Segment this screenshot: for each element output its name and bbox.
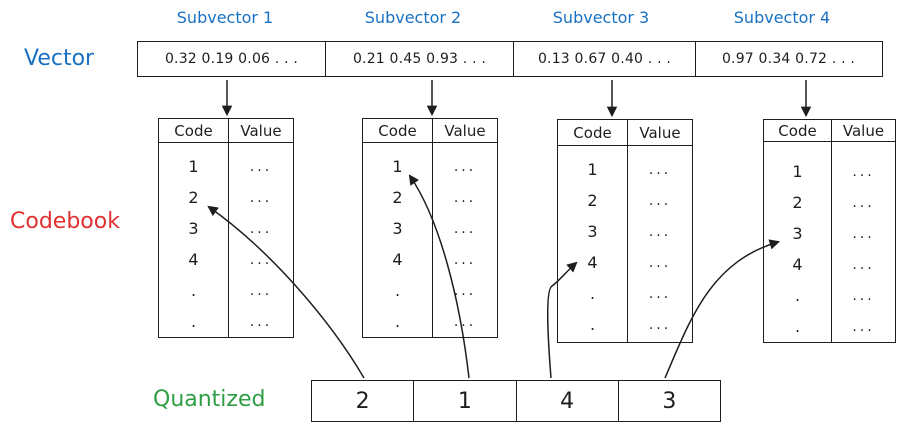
value-cell: ... <box>453 220 477 237</box>
value-cell: ... <box>852 163 875 180</box>
vector-segment-1: 0.32 0.19 0.06 . . . <box>138 42 326 76</box>
value-cell: ... <box>453 251 477 268</box>
codebook-table-2: Code Value 1 2 3 4 . . ... ... ... ... .… <box>362 118 498 338</box>
quantized-code-2: 1 <box>414 381 517 421</box>
code-cell: 3 <box>188 219 199 238</box>
code-cell: 4 <box>392 250 403 269</box>
code-cell: 4 <box>792 255 803 274</box>
code-cell: 1 <box>587 160 598 179</box>
value-cell: ... <box>852 318 875 335</box>
value-cell: ... <box>648 223 672 240</box>
value-cell: ... <box>249 313 273 330</box>
value-cell: ... <box>852 225 875 242</box>
value-cell: ... <box>648 254 672 271</box>
code-cell: 2 <box>392 188 403 207</box>
value-cell: ... <box>249 282 273 299</box>
code-header: Code <box>159 119 229 142</box>
code-cell: . <box>190 281 197 300</box>
subvector-2-header: Subvector 2 <box>364 8 462 27</box>
code-cell: 3 <box>392 219 403 238</box>
value-header: Value <box>240 121 282 140</box>
codebook-table-1: Code Value 1 2 3 4 . . ... ... ... ... .… <box>158 118 294 338</box>
code-cell: . <box>794 286 801 305</box>
code-cell: 1 <box>392 157 403 176</box>
code-cell: 1 <box>188 157 199 176</box>
value-header: Value <box>639 123 681 142</box>
value-cell: ... <box>249 220 273 237</box>
code-cell: 3 <box>792 224 803 243</box>
code-cell: 4 <box>188 250 199 269</box>
value-cell: ... <box>249 251 273 268</box>
value-cell: ... <box>249 158 273 175</box>
code-cell: . <box>394 312 401 331</box>
value-header: Value <box>842 121 885 140</box>
code-cell: 4 <box>587 253 598 272</box>
code-cell: 3 <box>587 222 598 241</box>
subvector-4-header: Subvector 4 <box>733 8 831 27</box>
value-cell: ... <box>852 287 875 304</box>
code-cell: . <box>190 312 197 331</box>
value-header: Value <box>444 121 486 140</box>
value-cell: ... <box>648 192 672 209</box>
code-cell: . <box>589 315 596 334</box>
code-header: Code <box>363 119 433 142</box>
code-cell: 2 <box>587 191 598 210</box>
code-cell: 2 <box>188 188 199 207</box>
codebook-table-4: Code Value 1 2 3 4 . . ... ... ... ... .… <box>763 119 896 343</box>
code-header: Code <box>764 120 832 141</box>
value-cell: ... <box>453 313 477 330</box>
code-cell: . <box>394 281 401 300</box>
vector-label: Vector <box>24 46 95 71</box>
quantized-code-3: 4 <box>517 381 619 421</box>
value-cell: ... <box>648 161 672 178</box>
quantized-bar: 2 1 4 3 <box>311 380 721 422</box>
vector-segment-4: 0.97 0.34 0.72 . . . <box>721 51 856 67</box>
value-cell: ... <box>453 282 477 299</box>
value-cell: ... <box>453 158 477 175</box>
code-cell: . <box>794 317 801 336</box>
value-cell: ... <box>852 256 875 273</box>
code-cell: . <box>589 284 596 303</box>
subvector-3-header: Subvector 3 <box>552 8 650 27</box>
value-cell: ... <box>453 189 477 206</box>
codebook-table-3: Code Value 1 2 3 4 . . ... ... ... ... .… <box>557 119 693 343</box>
subvector-1-header: Subvector 1 <box>176 8 274 27</box>
quantized-code-1: 2 <box>312 381 415 421</box>
value-cell: ... <box>648 285 672 302</box>
vector-bar: 0.32 0.19 0.06 . . . 0.21 0.45 0.93 . . … <box>137 41 883 77</box>
codebook-label: Codebook <box>10 209 120 234</box>
code-header: Code <box>558 120 628 145</box>
code-cell: 2 <box>792 193 803 212</box>
quantized-code-4: 3 <box>662 388 677 414</box>
vector-segment-3: 0.13 0.67 0.40 . . . <box>514 42 696 76</box>
value-cell: ... <box>249 189 273 206</box>
quantized-label: Quantized <box>153 387 266 412</box>
value-cell: ... <box>852 194 875 211</box>
vector-segment-2: 0.21 0.45 0.93 . . . <box>326 42 514 76</box>
value-cell: ... <box>648 316 672 333</box>
code-cell: 1 <box>792 162 803 181</box>
